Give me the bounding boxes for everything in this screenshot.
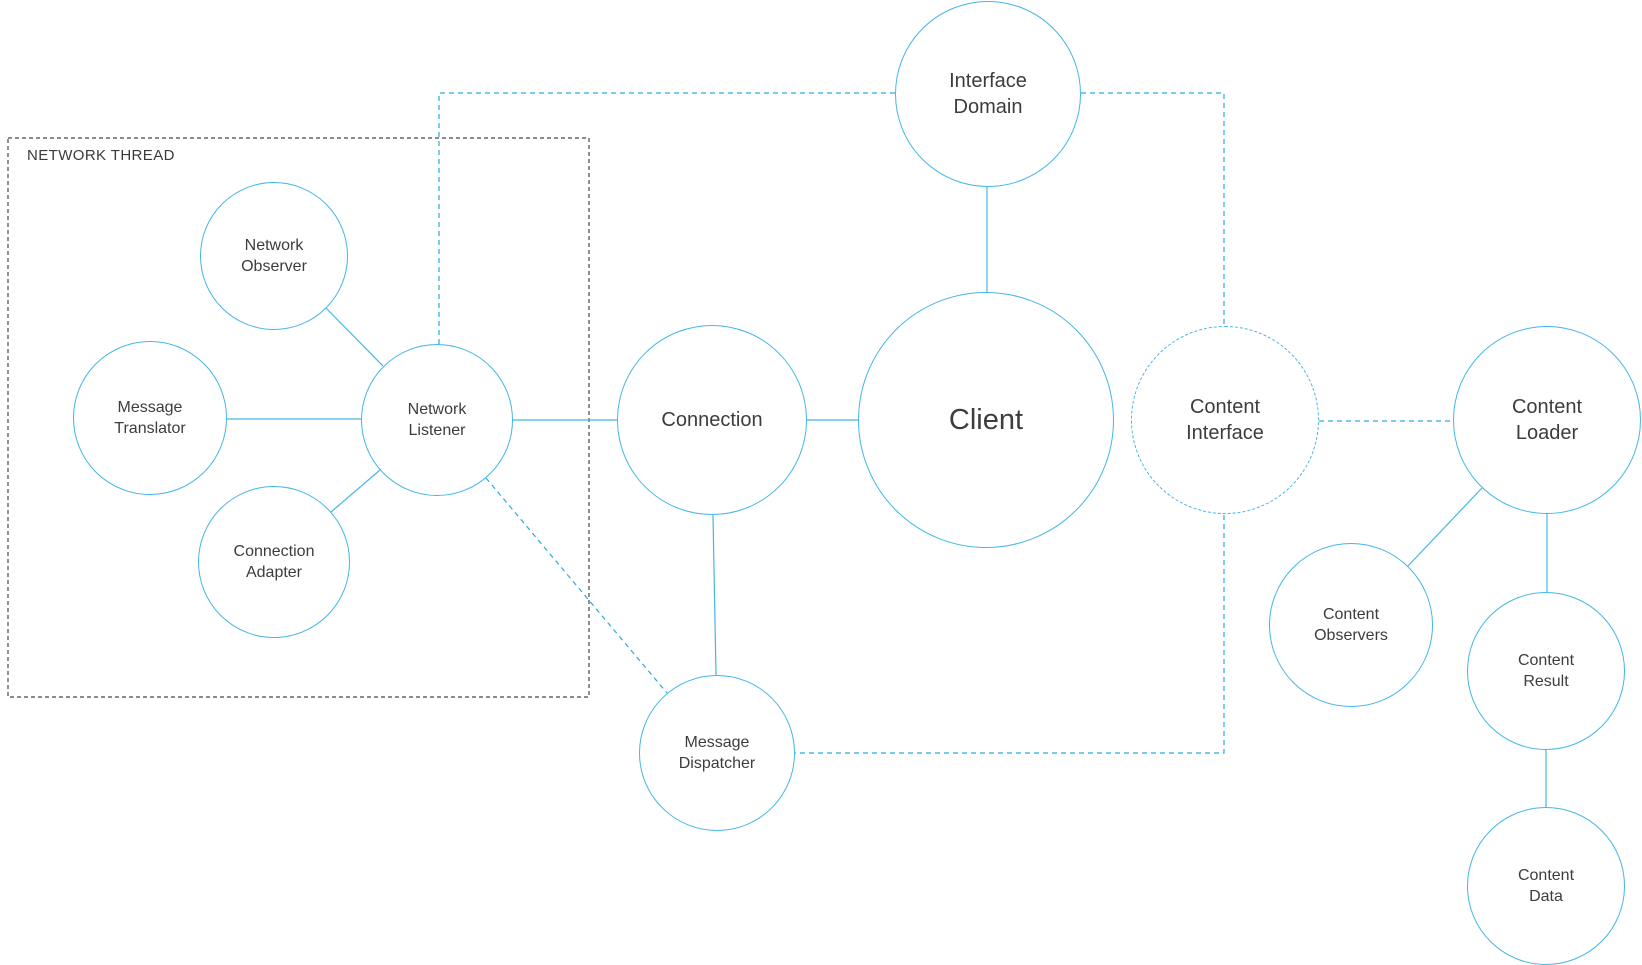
node-label-line: Observers <box>1314 627 1388 644</box>
node-label-line: Message <box>684 733 750 751</box>
network-thread-box-label: NETWORK THREAD <box>27 147 175 164</box>
node-label-line: Listener <box>408 422 466 439</box>
node-label-line: Interface <box>949 69 1027 92</box>
network-thread-box <box>7 137 590 698</box>
node-label-line: Network <box>407 400 467 418</box>
node-label-line: Content <box>1189 395 1261 418</box>
node-label-line: Observer <box>241 258 307 275</box>
node-label-line: Content <box>1517 866 1575 884</box>
node-label-line: Content <box>1322 605 1380 623</box>
node-label-line: Connection <box>661 408 763 431</box>
edge-interface-domain--network-listener <box>438 92 895 344</box>
node-label-line: Adapter <box>245 564 303 581</box>
node-label-line: Content <box>1517 651 1575 669</box>
node-label-line: Domain <box>953 96 1023 118</box>
node-label-line: Dispatcher <box>678 755 756 772</box>
node-connection: Connection <box>617 325 807 515</box>
node-label-line: Client <box>948 403 1024 436</box>
edge-connection--message-dispatcher <box>712 514 717 676</box>
edge-content-loader--content-observers <box>1407 487 1483 567</box>
edge-connection-adapter--network-listener <box>330 469 381 513</box>
node-label-line: Connection <box>233 542 315 560</box>
edge-content-interface--message-dispatcher <box>795 515 1225 754</box>
node-label-line: Message <box>117 398 183 416</box>
node-client: Client <box>858 292 1114 548</box>
edge-network-observer--network-listener <box>325 307 384 367</box>
node-label-line: Interface <box>1186 422 1264 444</box>
edge-interface-domain--content-interface <box>1081 92 1225 326</box>
edge-network-listener--message-dispatcher <box>485 477 668 694</box>
node-label-line: Content <box>1511 395 1583 418</box>
node-label-line: Translator <box>114 420 186 437</box>
node-label-line: Result <box>1523 673 1569 690</box>
node-label-line: Data <box>1529 888 1563 905</box>
node-label-line: Network <box>244 236 304 254</box>
node-label-line: Loader <box>1515 422 1579 444</box>
